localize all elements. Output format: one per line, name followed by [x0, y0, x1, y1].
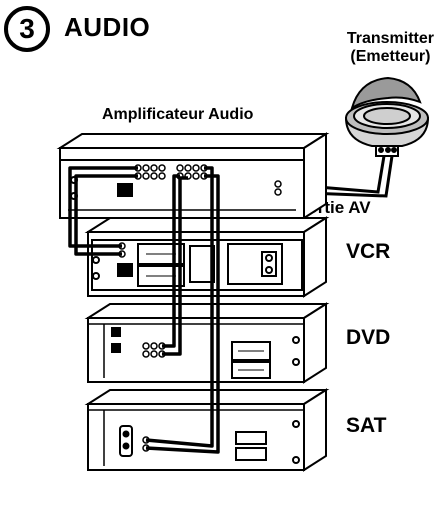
transmitter-label-line1: Transmitter	[346, 30, 434, 47]
sat-device	[84, 388, 330, 472]
dvd-label: DVD	[346, 326, 391, 349]
step-number: 3	[19, 13, 35, 44]
sat-label: SAT	[346, 414, 387, 437]
vcr-label: VCR	[346, 240, 391, 263]
amplifier-device	[56, 132, 330, 220]
step-number-badge: 3	[4, 6, 50, 52]
cable-dvd-audio	[162, 174, 180, 348]
transmitter-device	[344, 76, 430, 157]
transmitter-label-line2: (Emetteur)	[350, 48, 431, 65]
cable-vcr-audio	[68, 166, 138, 248]
transmitter-label: Transmitter (Emetteur)	[347, 30, 434, 66]
step-title: AUDIO	[64, 12, 151, 42]
vcr-device	[84, 216, 330, 298]
cable-sat-audio	[145, 166, 214, 448]
audio-cables	[68, 166, 220, 454]
amplifier-label: Amplificateur Audio	[102, 106, 254, 123]
dvd-device	[84, 302, 330, 384]
